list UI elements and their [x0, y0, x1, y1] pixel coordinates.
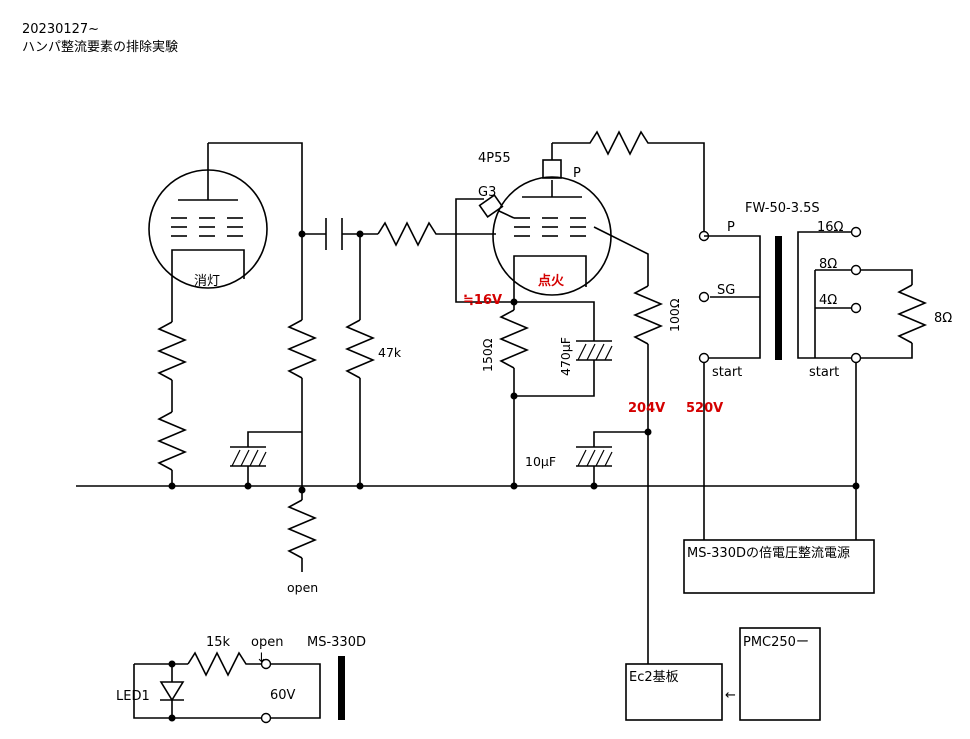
psu-box-label: MS-330Dの倍電圧整流電源	[687, 546, 850, 561]
r-cathode-label: 150Ω	[480, 338, 495, 372]
capacitor-10uf	[576, 446, 613, 467]
arrow-label: ←	[725, 688, 736, 703]
v-60-label: 60V	[270, 688, 296, 703]
tube-1	[148, 143, 268, 289]
led1-label: LED1	[116, 689, 150, 704]
r-100-label: 100Ω	[667, 298, 682, 332]
transformer-start-right: start	[809, 365, 839, 380]
c-10u-label: 10μF	[525, 454, 556, 469]
transformer-name: FW-50-3.5S	[745, 201, 820, 216]
transformer-p-label: P	[727, 220, 735, 235]
header-title: ハンパ整流要素の排除実験	[22, 39, 178, 55]
tap-16-label: 16Ω	[817, 220, 844, 235]
r-47k-label: 47k	[378, 345, 402, 360]
open-arrow: ↓	[256, 651, 267, 666]
pmc-box-label: PMC250ー	[743, 635, 809, 650]
psu-box	[683, 539, 875, 594]
capacitor-470uf	[576, 340, 613, 361]
ec2-box-label: Ec2基板	[629, 670, 679, 685]
pmc-box	[739, 627, 821, 721]
c-cathode-label: 470μF	[558, 337, 573, 376]
tap-4-label: 4Ω	[819, 293, 837, 308]
load-8-label: 8Ω	[934, 311, 952, 326]
screen-voltage: 204V	[628, 401, 665, 416]
output-transformer	[704, 231, 856, 360]
transformer-sg-label: SG	[717, 283, 735, 298]
g3-label: G3	[478, 185, 496, 200]
ms330d-label: MS-330D	[307, 635, 366, 650]
open-switch-label: open	[251, 635, 283, 650]
capacitor-left	[230, 446, 267, 467]
transformer-start-left: start	[712, 365, 742, 380]
cathode-voltage: ≒16V	[463, 293, 502, 308]
tube-2-name: 4P55	[478, 151, 511, 166]
r-15k-label: 15k	[206, 635, 231, 650]
tube-2	[478, 143, 612, 296]
plate-p-label: P	[573, 166, 581, 181]
tube-2-state: 点火	[538, 273, 565, 289]
tube-1-state: 消灯	[194, 274, 220, 289]
header-date: 20230127~	[22, 22, 99, 37]
open-label-bottom: open	[287, 580, 318, 595]
led-circuit	[133, 651, 345, 724]
tap-8-label: 8Ω	[819, 257, 837, 272]
ec2-box	[625, 663, 723, 721]
